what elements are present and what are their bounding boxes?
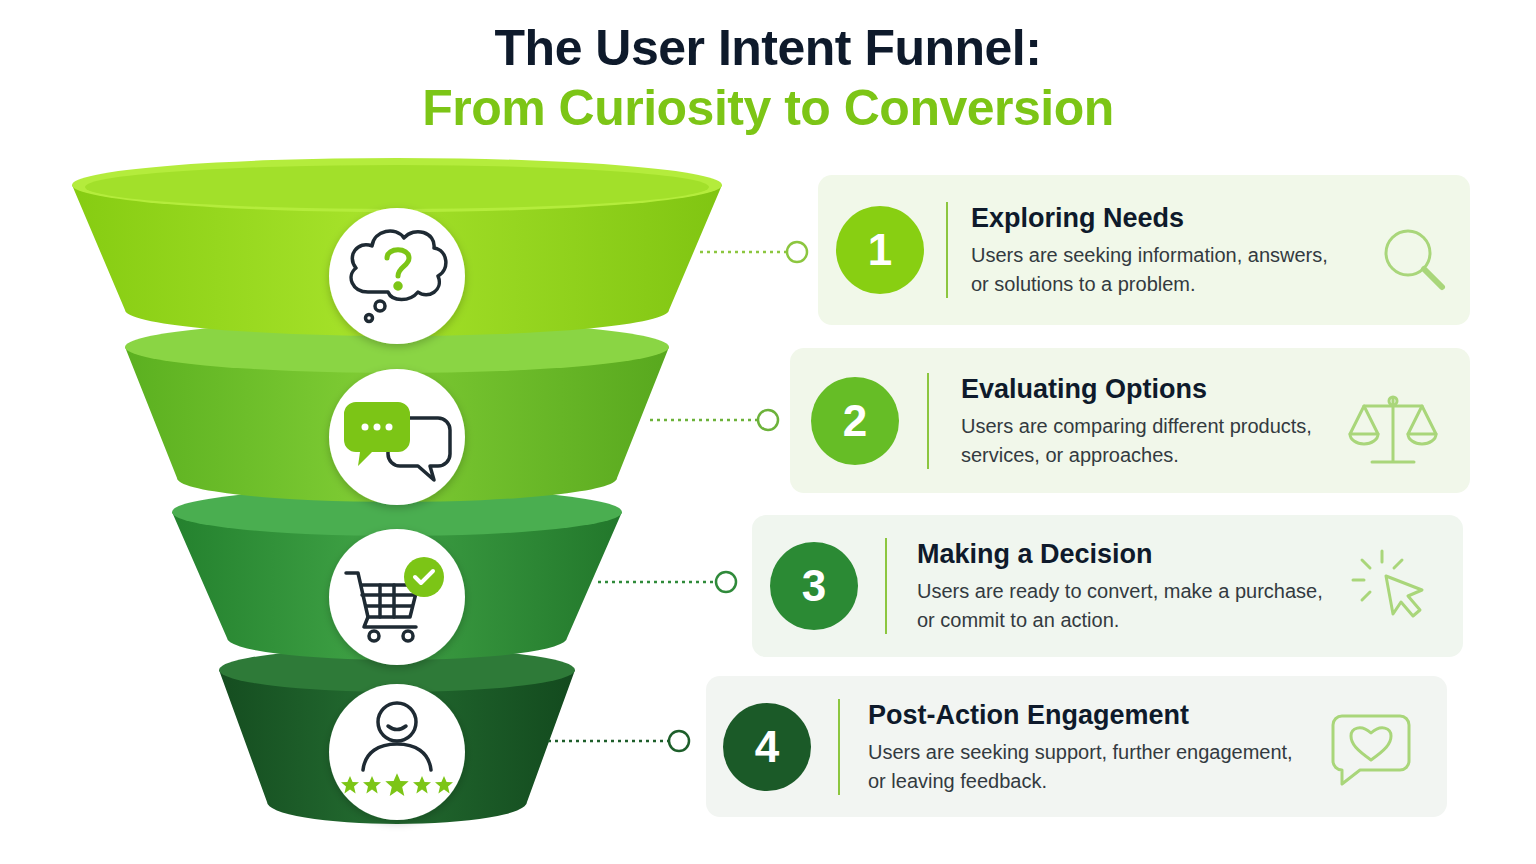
rating-stars (341, 773, 453, 796)
card-background (706, 676, 1447, 817)
stage-text: Evaluating OptionsUsers are comparing di… (961, 372, 1351, 470)
stage-heading: Evaluating Options (961, 372, 1351, 406)
thought-icon (351, 231, 446, 321)
step-number-circle: 1 (836, 206, 924, 294)
chat-icon (344, 402, 450, 480)
divider (838, 699, 840, 795)
cart-icon (346, 557, 444, 641)
click-icon (1353, 551, 1422, 616)
card-background (790, 348, 1470, 493)
stage-description: Users are seeking support, further engag… (868, 738, 1298, 796)
stage-description: Users are seeking information, answers, … (971, 241, 1351, 299)
step-number: 2 (843, 399, 867, 443)
header: The User Intent Funnel:From Curiosity to… (0, 18, 1536, 138)
divider (927, 373, 929, 469)
stage-card: Evaluating OptionsUsers are comparing di… (790, 348, 1470, 493)
heart-message-icon (1333, 716, 1409, 784)
card-background (818, 175, 1470, 325)
step-number: 3 (802, 564, 826, 608)
scales-icon (1350, 397, 1436, 462)
step-number-circle: 3 (770, 542, 858, 630)
stage-card: Making a DecisionUsers are ready to conv… (752, 515, 1463, 657)
stage-text: Making a DecisionUsers are ready to conv… (917, 537, 1337, 635)
stage-heading: Making a Decision (917, 537, 1337, 571)
stage-description: Users are comparing different products, … (961, 412, 1351, 470)
icon-disc (329, 208, 465, 820)
card-background (752, 515, 1463, 657)
step-number-circle: 4 (723, 703, 811, 791)
title: The User Intent Funnel: (0, 18, 1536, 78)
stage-heading: Post-Action Engagement (868, 698, 1298, 732)
divider (885, 538, 887, 634)
step-number-circle: 2 (811, 377, 899, 465)
stage-card: Post-Action EngagementUsers are seeking … (706, 676, 1447, 817)
stage-heading: Exploring Needs (971, 201, 1351, 235)
stage-description: Users are ready to convert, make a purch… (917, 577, 1337, 635)
stage-text: Post-Action EngagementUsers are seeking … (868, 698, 1298, 796)
stage-text: Exploring NeedsUsers are seeking informa… (971, 201, 1351, 299)
subtitle: From Curiosity to Conversion (0, 78, 1536, 138)
step-number: 4 (755, 725, 779, 769)
person-icon (363, 703, 431, 770)
stage-card: Exploring NeedsUsers are seeking informa… (818, 175, 1470, 325)
step-number: 1 (868, 228, 892, 272)
funnel-band (219, 648, 575, 824)
search-icon (1386, 231, 1442, 287)
divider (946, 202, 948, 298)
leader-line (548, 242, 807, 751)
